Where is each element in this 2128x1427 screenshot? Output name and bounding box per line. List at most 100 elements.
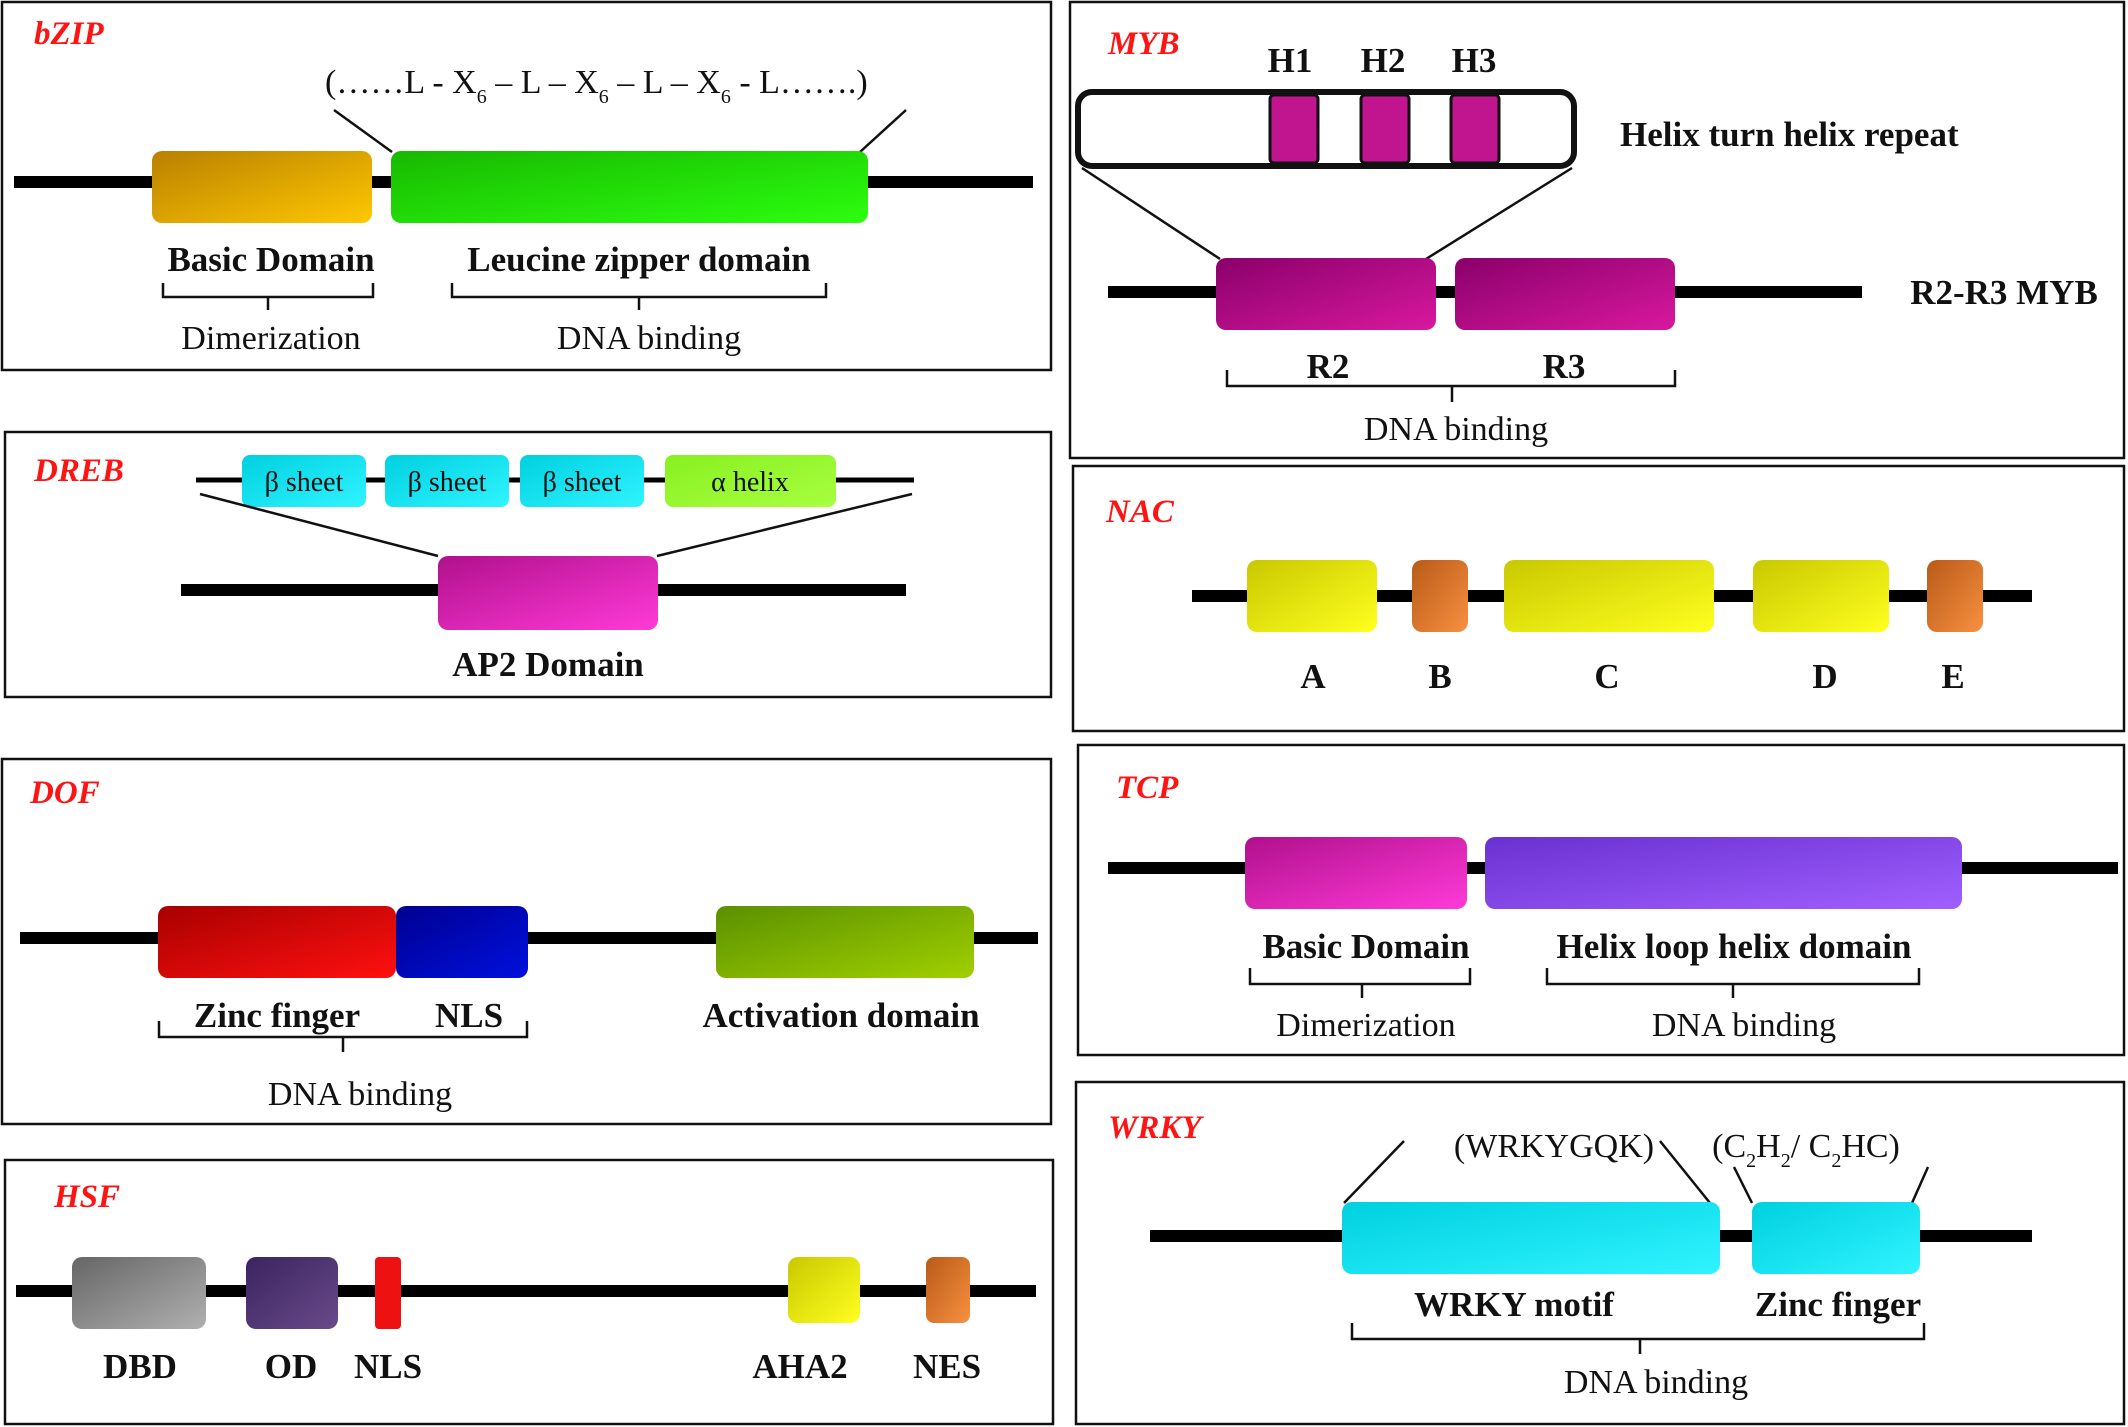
panel-nac: NAC A B C D E <box>1071 464 2126 733</box>
panel-title: WRKY <box>1108 1110 1204 1146</box>
motif-connector-line <box>1732 1166 1754 1204</box>
basic-domain-label: Basic Domain <box>1262 927 1469 966</box>
zoom-connector-line <box>656 492 913 558</box>
motif-connector-line <box>333 108 393 154</box>
h2-label: H2 <box>1361 41 1406 80</box>
dimerization-label: Dimerization <box>181 320 360 357</box>
motif-connector-line <box>1910 1166 1930 1204</box>
dna-binding-label: DNA binding <box>557 320 741 357</box>
subdomain-a-label: A <box>1300 657 1326 696</box>
helix-h3-block <box>1449 93 1501 165</box>
h1-label: H1 <box>1268 41 1313 80</box>
aha2-block <box>788 1257 860 1323</box>
zinc-finger-block <box>1752 1202 1920 1274</box>
zoom-connector-line <box>1081 166 1221 261</box>
zoom-connector-line <box>1425 166 1573 261</box>
motif-connector-line <box>1659 1140 1711 1204</box>
zinc-finger-motif: (C2H2/ C2HC) <box>1712 1128 1900 1172</box>
panel-myb: MYB H1 H2 H3 Helix turn helix repeat R2-… <box>1068 0 2126 460</box>
dna-binding-brace <box>450 283 828 310</box>
motif-connector-line <box>859 109 907 153</box>
panel-title: bZIP <box>34 16 105 52</box>
zinc-finger-label: Zinc finger <box>194 996 360 1035</box>
panel-bzip: bZIP (……L - X6 – L – X6 – L – X6 - L…….)… <box>0 0 1053 372</box>
alpha-helix-block <box>665 455 836 507</box>
subdomain-d-label: D <box>1812 657 1837 696</box>
beta-sheet-label: β sheet <box>543 467 622 498</box>
activation-domain-block <box>716 906 974 978</box>
panel-wrky-frame <box>1074 1080 2126 1426</box>
dna-binding-brace <box>1350 1323 1926 1354</box>
wrky-motif-label: WRKY motif <box>1414 1285 1614 1324</box>
beta-sheet-label: β sheet <box>408 467 487 498</box>
subdomain-c-block <box>1504 560 1714 632</box>
subdomain-b-block <box>1412 560 1468 632</box>
dimerization-brace <box>1248 968 1472 998</box>
nls-block <box>396 906 528 978</box>
basic-domain-block <box>1245 837 1467 909</box>
subdomain-b-label: B <box>1428 657 1451 696</box>
r2-label: R2 <box>1307 347 1350 386</box>
r2-repeat-block <box>1216 258 1436 330</box>
leucine-zipper-label: Leucine zipper domain <box>467 240 811 279</box>
panel-dreb: DREB β sheet β sheet β sheet α helix AP2… <box>3 430 1053 699</box>
dna-binding-label: DNA binding <box>268 1076 452 1113</box>
wrky-motif-block <box>1342 1202 1720 1274</box>
r2r3-myb-label: R2-R3 MYB <box>1910 273 2098 312</box>
panel-hsf: HSF DBD OD NLS AHA2 NES <box>3 1158 1055 1426</box>
nes-block <box>926 1257 970 1323</box>
panel-dof-frame <box>0 757 1053 1126</box>
od-label: OD <box>265 1347 318 1386</box>
subdomain-e-block <box>1927 560 1983 632</box>
basic-domain-block <box>152 151 372 223</box>
dna-binding-brace <box>1545 968 1921 998</box>
panel-title: NAC <box>1105 494 1175 530</box>
ap2-domain-block <box>438 556 658 630</box>
ap2-domain-label: AP2 Domain <box>452 645 644 684</box>
panel-bzip-frame <box>0 0 1053 372</box>
panel-title: HSF <box>53 1179 120 1215</box>
alpha-helix-label: α helix <box>711 467 789 498</box>
panel-wrky: WRKY (WRKYGQK) (C2H2/ C2HC) WRKY motif Z… <box>1074 1080 2126 1426</box>
activation-domain-label: Activation domain <box>702 996 979 1035</box>
od-block <box>246 1257 338 1329</box>
dbd-label: DBD <box>103 1347 177 1386</box>
aha2-label: AHA2 <box>752 1347 847 1386</box>
motif-connector-line <box>1343 1140 1405 1204</box>
panel-title: TCP <box>1116 770 1179 806</box>
panel-title: DOF <box>29 775 100 811</box>
nls-label: NLS <box>435 996 503 1035</box>
panel-dreb-frame <box>3 430 1053 699</box>
nls-label: NLS <box>354 1347 422 1386</box>
dna-binding-label: DNA binding <box>1364 411 1548 448</box>
panel-dof: DOF Zinc finger NLS Activation domain DN… <box>0 757 1053 1126</box>
dna-binding-brace <box>1225 370 1677 402</box>
panel-title: MYB <box>1107 26 1180 62</box>
subdomain-e-label: E <box>1941 657 1964 696</box>
subdomain-d-block <box>1753 560 1889 632</box>
beta-sheet-label: β sheet <box>265 467 344 498</box>
helix-loop-helix-label: Helix loop helix domain <box>1557 927 1912 966</box>
zinc-finger-label: Zinc finger <box>1755 1285 1921 1324</box>
helix-turn-helix-label: Helix turn helix repeat <box>1620 115 1959 154</box>
dna-binding-label: DNA binding <box>1652 1007 1836 1044</box>
dna-binding-label: DNA binding <box>1564 1364 1748 1401</box>
dna-binding-brace <box>157 1021 529 1052</box>
basic-domain-label: Basic Domain <box>167 240 374 279</box>
helix-h1-block <box>1268 93 1320 165</box>
helix-h2-block <box>1359 93 1411 165</box>
leucine-repeat-motif: (……L - X6 – L – X6 – L – X6 - L…….) <box>325 64 868 108</box>
r3-label: R3 <box>1543 347 1586 386</box>
panel-myb-frame <box>1068 0 2126 460</box>
subdomain-a-block <box>1247 560 1377 632</box>
panel-hsf-frame <box>3 1158 1055 1426</box>
beta-sheet-block <box>385 455 509 507</box>
nes-label: NES <box>913 1347 981 1386</box>
zinc-finger-block <box>158 906 396 978</box>
dimerization-brace <box>161 283 375 310</box>
beta-sheet-block <box>520 455 644 507</box>
beta-sheet-block <box>242 455 366 507</box>
leucine-zipper-block <box>391 151 868 223</box>
panel-title: DREB <box>33 453 124 489</box>
